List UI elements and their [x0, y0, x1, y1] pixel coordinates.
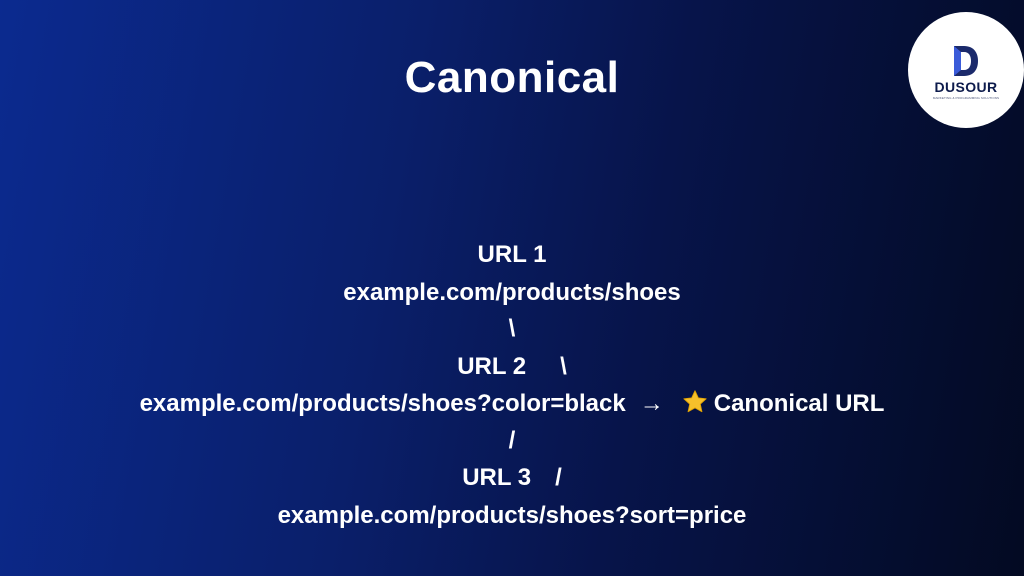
arrow-icon: →	[639, 390, 664, 417]
logo-tagline: MARKETING & PROGRAMMING SOLUTIONS	[932, 96, 1000, 100]
canonical-url-label: Canonical URL	[713, 390, 885, 417]
url-2-row: URL 2 \	[0, 348, 1024, 386]
logo-wordmark: DUSOUR	[934, 79, 998, 95]
slide-title: Canonical	[404, 53, 620, 102]
url-2-label: URL 2	[457, 353, 527, 380]
url-2-value-row: example.com/products/shoes?color=black → C…	[0, 385, 1024, 423]
star-icon	[683, 390, 707, 413]
url-1-value: example.com/products/shoes	[343, 279, 681, 306]
url-2-connector: \	[560, 353, 567, 380]
connector-bottom: /	[508, 427, 516, 454]
connector-top: \	[508, 315, 516, 342]
url-3-connector: /	[555, 464, 562, 491]
url-1-label: URL 1	[477, 241, 547, 268]
url-2-value: example.com/products/shoes?color=black	[139, 390, 626, 417]
url-3-label: URL 3	[462, 464, 532, 491]
dusour-d-logo-icon	[954, 46, 978, 76]
url-3-value: example.com/products/shoes?sort=price	[277, 502, 747, 529]
url-3-row: URL 3 /	[0, 459, 1024, 497]
dusour-logo: DUSOUR MARKETING & PROGRAMMING SOLUTIONS	[908, 12, 1024, 128]
